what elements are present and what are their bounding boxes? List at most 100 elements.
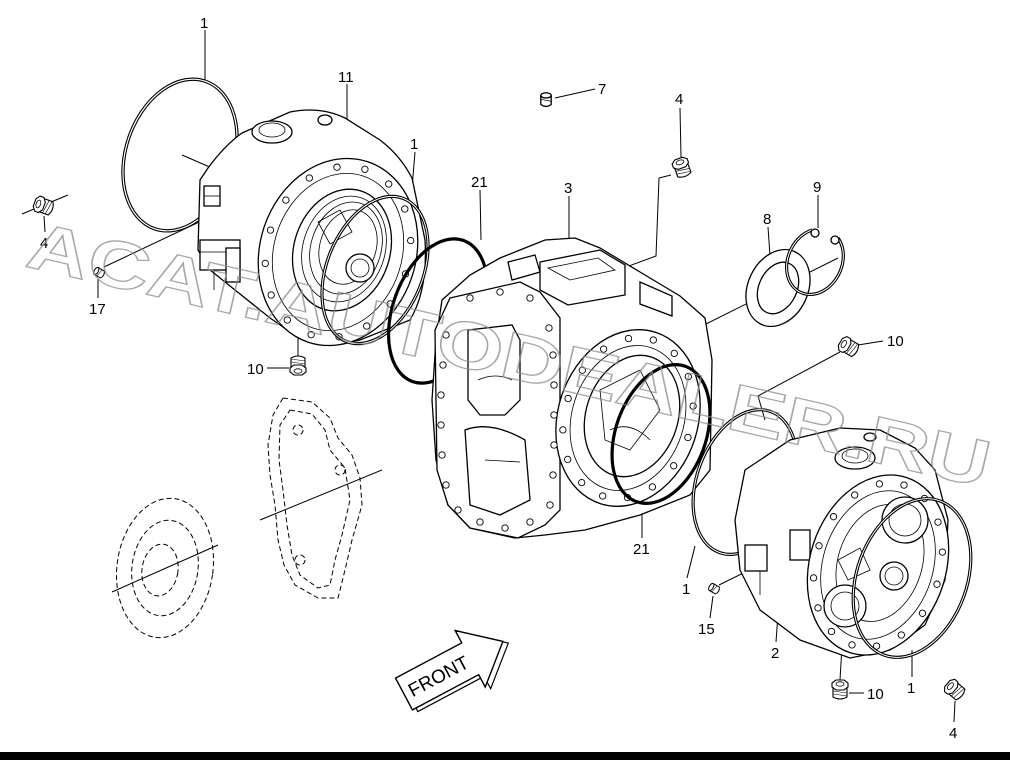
- callout-10-bottom: 10: [867, 686, 884, 703]
- bolt-hole: [938, 548, 947, 556]
- bolt-hole: [815, 542, 823, 550]
- bolt-hole: [872, 642, 881, 650]
- bolt-hole: [401, 205, 409, 213]
- bolt-hole: [599, 345, 608, 353]
- bolt-hole: [546, 501, 554, 509]
- plug-10-bottom: [831, 679, 849, 700]
- callout-4-left: 4: [40, 235, 48, 252]
- bolt-hole: [550, 381, 558, 389]
- bolt-hole: [407, 236, 415, 245]
- callout-9: 9: [813, 179, 821, 196]
- bolt-hole: [670, 462, 678, 470]
- bolt-hole: [559, 426, 567, 434]
- bolt-hole: [307, 331, 315, 339]
- callout-4-top: 4: [675, 91, 683, 108]
- callout-1-bottom-right: 1: [907, 680, 915, 697]
- callout-8: 8: [763, 211, 771, 228]
- bolt-hole: [442, 481, 450, 489]
- housing-3-front-bolt-holes: [437, 288, 558, 532]
- callout-21-top: 21: [471, 174, 488, 191]
- bolt-hole: [550, 411, 558, 419]
- bolt-hole: [897, 631, 905, 639]
- bolt-hole: [439, 361, 447, 369]
- bolt-hole: [689, 402, 697, 410]
- bottom-border: [0, 752, 1010, 760]
- bolt-hole: [282, 196, 290, 204]
- callout-10-right: 10: [887, 333, 904, 350]
- bolt-hole: [900, 481, 908, 489]
- callout-labels: 1 11 7 4 1 21 3 9 8 4 17 10 10 21 1 15 2…: [40, 15, 957, 742]
- housing-2: [734, 427, 950, 659]
- callout-11: 11: [338, 69, 354, 86]
- callout-17: 17: [89, 301, 106, 318]
- bolt-hole: [934, 518, 942, 526]
- bolt-hole: [526, 294, 534, 302]
- callout-15: 15: [698, 621, 715, 638]
- bolt-hole: [670, 349, 678, 358]
- bolt-hole: [578, 478, 586, 487]
- bolt-hole: [851, 491, 859, 499]
- bolt-hole: [933, 580, 941, 588]
- dashed-gasket-outline: [259, 397, 383, 599]
- bolt-hole: [261, 259, 269, 268]
- callout-1-top-left: 1: [200, 15, 208, 32]
- bolt-hole: [496, 288, 504, 296]
- bolt-hole: [266, 226, 275, 234]
- bolt-hole: [283, 316, 291, 324]
- bolt-hole: [454, 506, 462, 514]
- main-housing-3: [431, 237, 713, 539]
- bolt-hole: [684, 433, 692, 442]
- bolt-hole: [476, 518, 484, 526]
- callout-1-middle: 1: [410, 136, 418, 153]
- plug-7: [540, 92, 552, 108]
- bolt-hole: [466, 294, 474, 302]
- callout-7: 7: [598, 81, 606, 98]
- o-ring-21-lower: [610, 363, 712, 505]
- bolt-hole: [385, 180, 393, 188]
- callout-4-bottom-right: 4: [949, 725, 957, 742]
- callout-21-bottom: 21: [633, 541, 650, 558]
- bolt-hole: [649, 336, 657, 344]
- snap-ring-9: [785, 228, 845, 297]
- bolt-hole: [363, 322, 371, 330]
- bolt-hole: [814, 604, 822, 612]
- bolt-hole: [526, 518, 534, 526]
- bolt-hole: [848, 641, 856, 649]
- housing-11: [197, 109, 427, 347]
- callout-10-left: 10: [247, 361, 264, 378]
- bolt-hole: [442, 331, 450, 339]
- bolt-hole: [438, 451, 446, 459]
- bolt-hole: [564, 455, 572, 464]
- bolt-hole: [875, 480, 884, 488]
- bolt-hole: [437, 391, 445, 399]
- bolt-hole: [549, 471, 557, 479]
- callout-2: 2: [771, 645, 779, 662]
- bolt-hole: [550, 441, 558, 449]
- bolt-hole: [578, 366, 586, 374]
- callout-3: 3: [564, 180, 572, 197]
- bolt-hole: [333, 163, 341, 171]
- bolt-hole: [501, 524, 509, 532]
- callout-1-lower: 1: [682, 581, 690, 598]
- bolt-hole: [829, 513, 838, 521]
- bolt-hole: [599, 492, 607, 500]
- dashed-disc-outline: [111, 497, 219, 639]
- o-ring-1-bottom-right: [851, 497, 973, 659]
- bolt-hole: [648, 483, 657, 491]
- bolt-hole: [684, 372, 692, 381]
- bolt-hole: [305, 174, 313, 182]
- bolt-hole: [624, 334, 633, 343]
- bolt-hole: [267, 291, 275, 299]
- bolt-hole: [361, 165, 369, 173]
- bolt-hole: [549, 351, 557, 359]
- bolt-hole: [437, 421, 445, 429]
- o-ring-1-middle: [320, 194, 430, 346]
- bolt-hole: [564, 394, 572, 403]
- housing-2-bolt-holes: [809, 480, 947, 650]
- bolt-hole: [809, 574, 818, 582]
- bolt-hole: [827, 627, 836, 636]
- bolt-hole: [545, 324, 553, 332]
- bolt-hole: [918, 609, 927, 617]
- plug-10-left: [289, 355, 307, 376]
